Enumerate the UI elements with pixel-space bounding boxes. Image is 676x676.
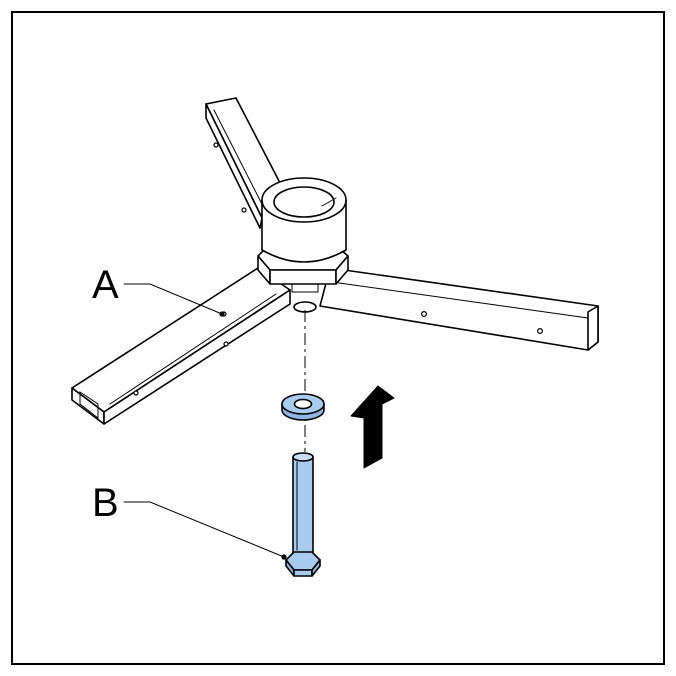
washer	[281, 393, 325, 421]
arrow-up-icon	[350, 385, 395, 469]
callout-b: B	[92, 481, 287, 560]
star-base	[71, 97, 599, 425]
base-leg-right	[319, 267, 599, 351]
bolt	[285, 452, 321, 577]
callout-b-label: B	[92, 481, 119, 525]
base-leg-front	[71, 267, 291, 425]
callout-a: A	[92, 263, 225, 317]
hub-cylinder	[261, 177, 347, 263]
callout-a-label: A	[92, 263, 119, 307]
